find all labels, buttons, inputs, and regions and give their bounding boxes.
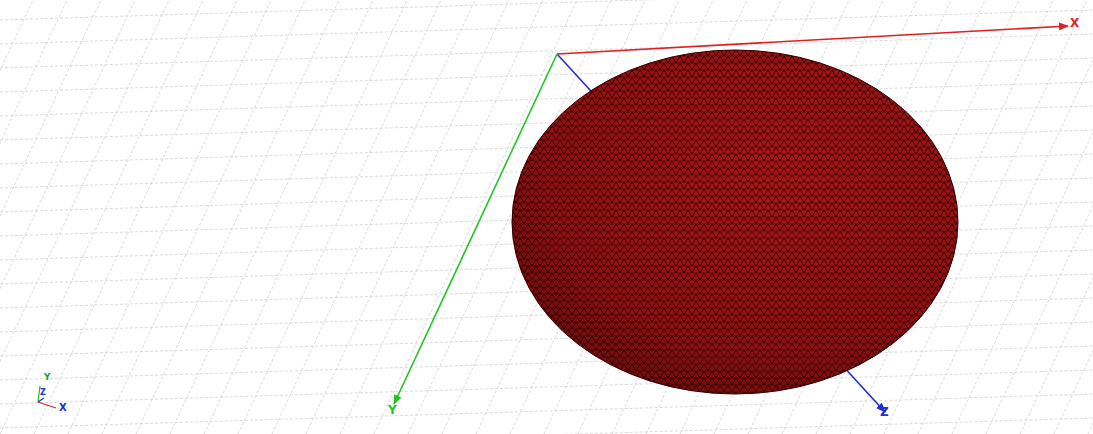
grid-line	[0, 0, 33, 434]
grid-line	[170, 0, 373, 434]
axis-triad	[38, 386, 56, 408]
grid-line	[204, 0, 407, 434]
mesh-ellipsoid	[512, 50, 958, 394]
grid-line	[1054, 0, 1093, 434]
axis-label: Y	[388, 404, 397, 416]
axis-label: Z	[880, 406, 889, 418]
triad-label: X	[59, 403, 67, 413]
grid-line	[1088, 0, 1093, 434]
grid-line	[68, 0, 271, 434]
grid-line	[272, 0, 475, 434]
grid-line	[0, 0, 169, 434]
x-axis	[557, 26, 1068, 54]
grid-line	[0, 322, 1093, 356]
grid-line	[0, 418, 1093, 434]
grid-line	[136, 0, 339, 434]
grid-line	[0, 82, 1093, 116]
grid-line	[952, 0, 1093, 434]
grid-line	[0, 0, 67, 434]
grid-line	[0, 0, 203, 434]
grid-line	[1020, 0, 1093, 434]
grid-line	[102, 0, 305, 434]
grid-line	[0, 0, 135, 434]
y-axis	[394, 54, 557, 404]
axis-label: X	[1070, 17, 1079, 29]
grid-line	[306, 0, 509, 434]
grid-line	[986, 0, 1093, 434]
grid-line	[34, 0, 237, 434]
grid-line	[0, 10, 1093, 44]
triad-label: Z	[40, 389, 46, 397]
grid-line	[0, 34, 1093, 68]
triad-label: Y	[44, 373, 51, 382]
grid-line	[0, 0, 101, 434]
